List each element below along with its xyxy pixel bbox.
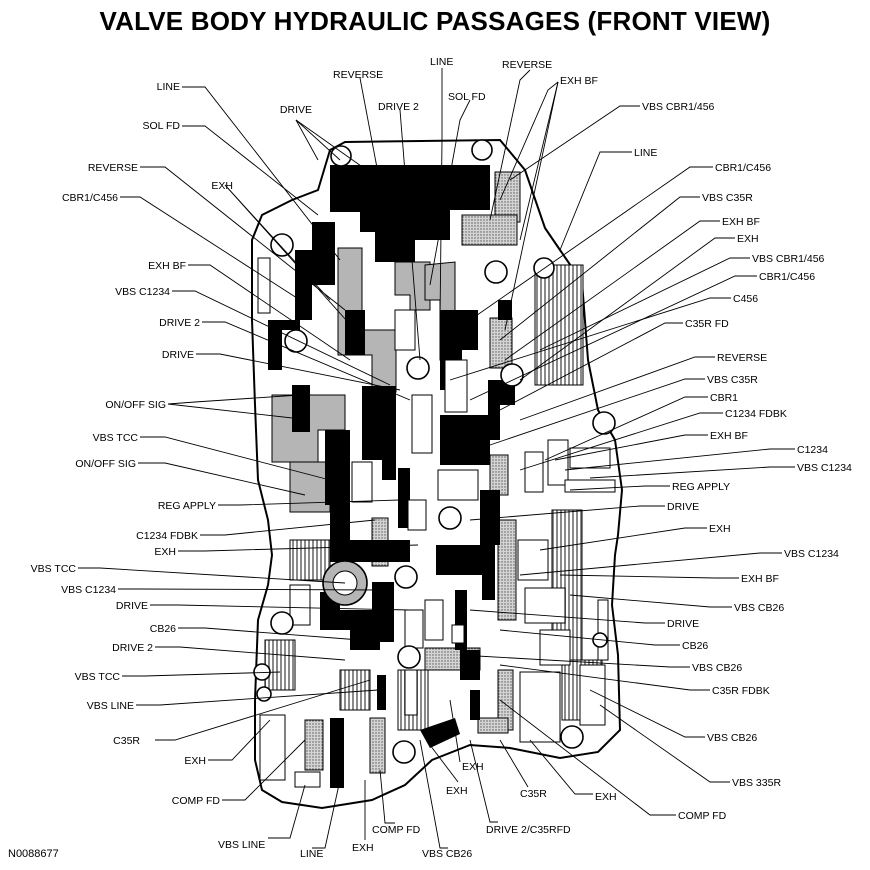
label-right-vbs-cb26-b: VBS CB26 [692,662,742,674]
label-top-exh-bf: EXH BF [560,75,598,87]
label-left-drive-2: DRIVE 2 [159,317,200,329]
label-right-vbs-335r: VBS 335R [732,777,781,789]
label-left-exh-c: EXH [184,755,206,767]
label-left-c35r: C35R [113,735,140,747]
label-right-drive: DRIVE [667,501,699,513]
label-left-exh-bf: EXH BF [148,260,186,272]
label-right-c35r-fd: C35R FD [685,318,729,330]
label-top-sol-fd: SOL FD [448,91,486,103]
label-right-c1234-fdbk: C1234 FDBK [725,408,787,420]
label-left-cbr1-c456: CBR1/C456 [62,192,118,204]
label-right-exh-bf-c: EXH BF [741,573,779,585]
label-left-drive-c: DRIVE [116,600,148,612]
figure-id: N0088677 [8,848,59,860]
label-bottom-exh-3: EXH [595,791,617,803]
label-left-vbs-c1234: VBS C1234 [115,286,170,298]
label-top-line: LINE [430,56,453,68]
label-right-c456: C456 [733,293,758,305]
label-bottom-vbs-cb26: VBS CB26 [422,848,472,860]
label-right-cbr1: CBR1 [710,392,738,404]
label-left-vbs-tcc-3: VBS TCC [75,671,121,683]
label-right-cbr1-c456-b: CBR1/C456 [759,271,815,283]
label-left-on-off-sig-1: ON/OFF SIG [105,399,166,411]
label-left-exh-b: EXH [154,546,176,558]
label-right-vbs-cb26-c: VBS CB26 [707,732,757,744]
label-left-reverse: REVERSE [88,162,138,174]
label-top-reverse-2: REVERSE [502,59,552,71]
label-right-exh: EXH [737,233,759,245]
label-left-drive-2-b: DRIVE 2 [112,642,153,654]
label-right-exh-bf-b: EXH BF [710,430,748,442]
label-bottom-exh-2: EXH [446,785,468,797]
label-right-vbs-cbr1-456: VBS CBR1/456 [642,101,715,113]
label-right-reg-apply: REG APPLY [672,481,730,493]
label-left-drive: DRIVE [280,104,312,116]
label-left-vbs-c1234-b: VBS C1234 [61,584,116,596]
label-bottom-vbs-line: VBS LINE [218,839,265,851]
label-left-comp-fd: COMP FD [172,795,221,807]
label-left-line: LINE [157,81,180,93]
label-right-vbs-cb26: VBS CB26 [734,602,784,614]
label-left-on-off-sig-2: ON/OFF SIG [75,458,136,470]
label-right-vbs-c1234-b: VBS C1234 [784,548,839,560]
label-left-vbs-line: VBS LINE [87,700,134,712]
passage-shapes [253,139,616,788]
label-right-c35r-fdbk: C35R FDBK [712,685,770,697]
label-right-exh-b: EXH [709,523,731,535]
label-right-line: LINE [634,147,657,159]
label-right-c1234: C1234 [797,444,828,456]
label-top-drive-2: DRIVE 2 [378,101,419,113]
label-left-vbs-tcc-2: VBS TCC [31,563,77,575]
label-left-cb26: CB26 [150,623,176,635]
label-right-vbs-c1234: VBS C1234 [797,462,852,474]
label-bottom-drive-2-c35rfd: DRIVE 2/C35RFD [486,824,571,836]
label-right-reverse: REVERSE [717,352,767,364]
label-left-c1234-fdbk: C1234 FDBK [136,530,198,542]
label-bottom-comp-fd: COMP FD [372,824,421,836]
label-bottom-exh-1: EXH [462,761,484,773]
diagram-title: VALVE BODY HYDRAULIC PASSAGES (FRONT VIE… [99,6,771,36]
label-bottom-exh-4: EXH [352,842,374,854]
passage-labels: REVERSE LINE REVERSE DRIVE 2 SOL FD EXH … [31,56,852,860]
label-right-cbr1-c456: CBR1/C456 [715,162,771,174]
label-right-comp-fd: COMP FD [678,810,727,822]
label-right-vbs-c35r: VBS C35R [702,192,753,204]
label-left-reg-apply: REG APPLY [158,500,216,512]
label-right-vbs-c35r-b: VBS C35R [707,374,758,386]
label-top-reverse-1: REVERSE [333,69,383,81]
label-left-vbs-tcc-1: VBS TCC [93,432,139,444]
label-bottom-c35r: C35R [520,788,547,800]
label-left-sol-fd: SOL FD [142,120,180,132]
leader-lines [78,68,795,849]
label-bottom-line: LINE [300,848,323,860]
label-right-exh-bf: EXH BF [722,216,760,228]
label-right-cb26: CB26 [682,640,708,652]
label-left-exh: EXH [211,180,233,192]
label-right-drive-b: DRIVE [667,618,699,630]
label-right-vbs-cbr1-456-b: VBS CBR1/456 [752,253,825,265]
label-left-drive-b: DRIVE [162,349,194,361]
